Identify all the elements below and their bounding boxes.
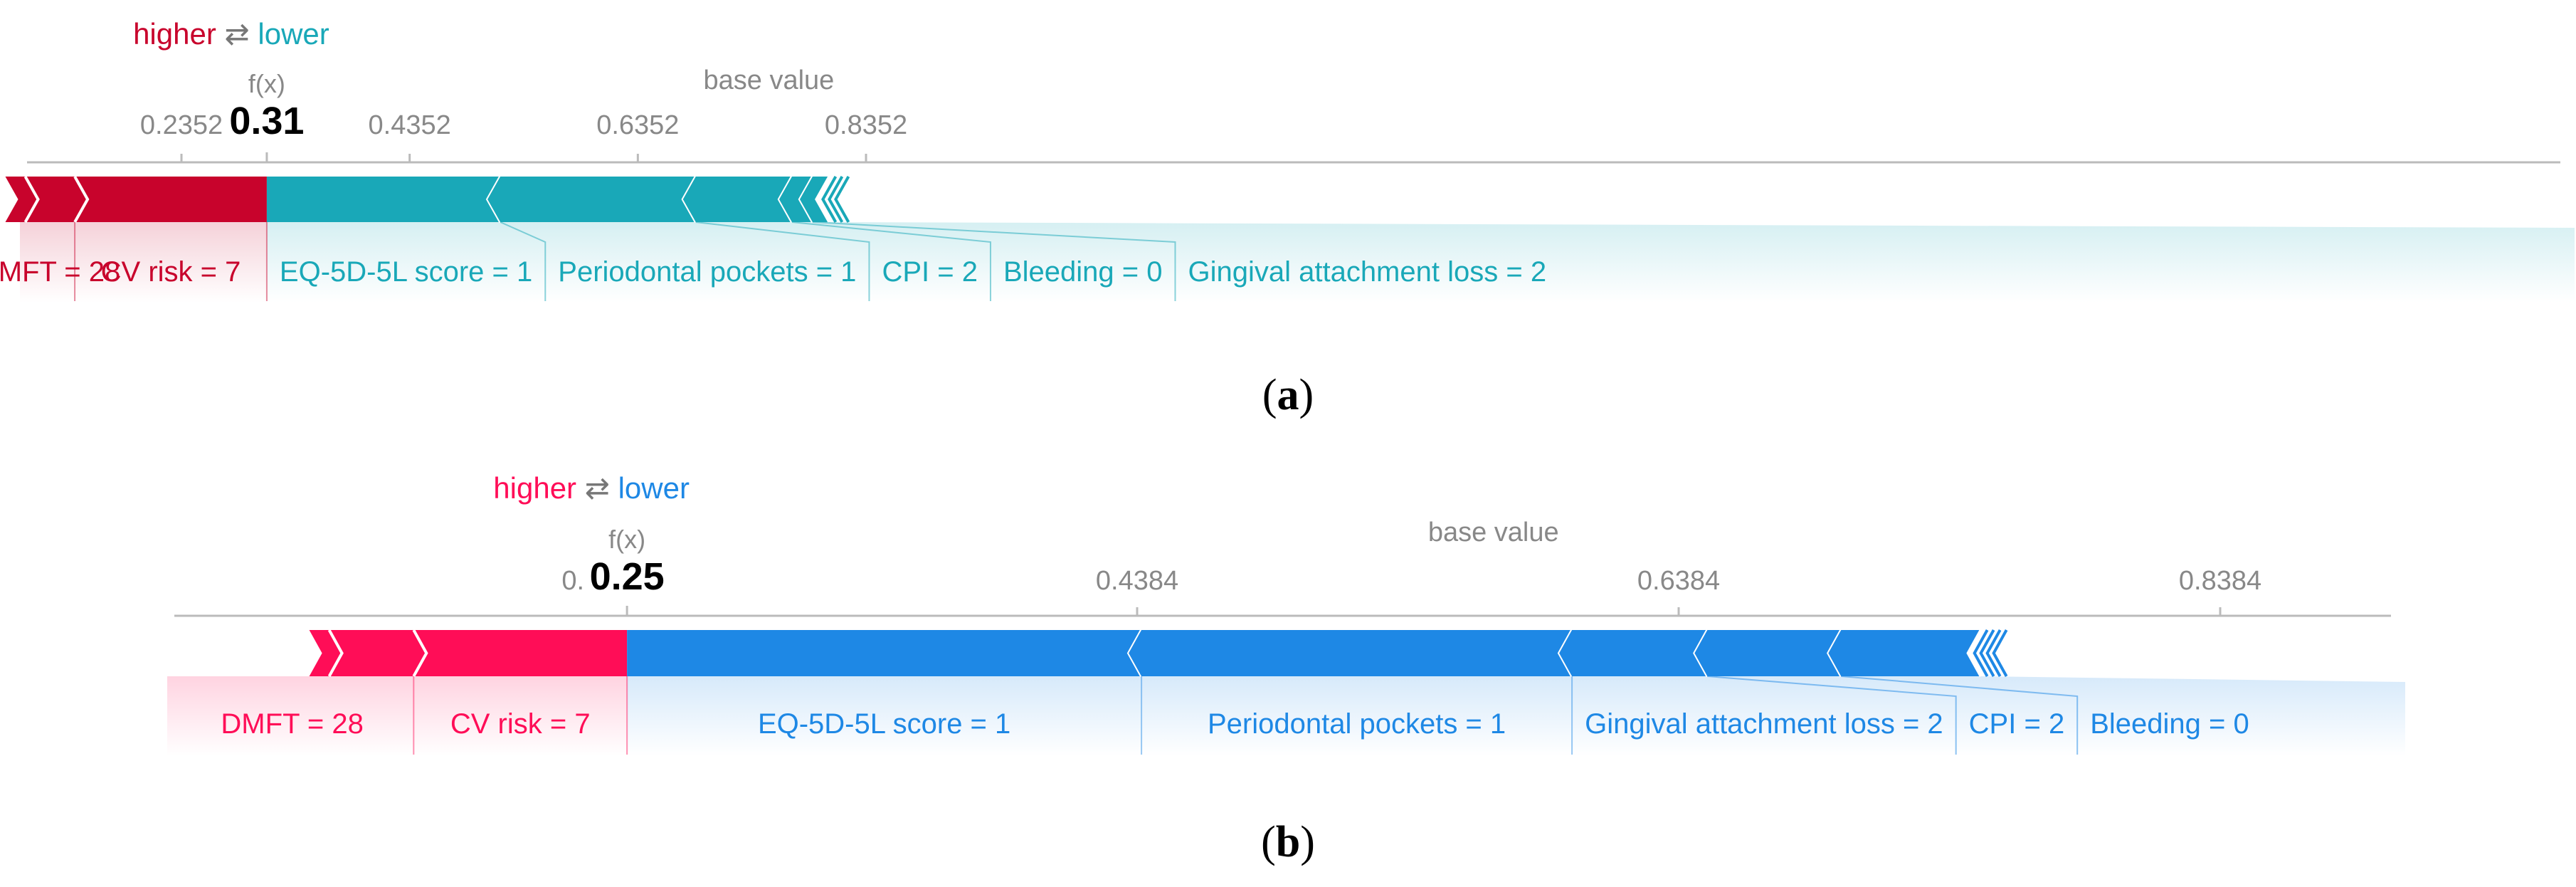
bar-separator: [73, 176, 90, 223]
lower-label-shade: [266, 222, 2575, 303]
higher-label-shade: [20, 222, 267, 303]
bar-separator: [412, 629, 428, 677]
label-cv-risk-7: CV risk = 7: [101, 256, 241, 288]
base-value-label: base value: [703, 65, 834, 95]
direction-higher: higher: [133, 17, 224, 51]
bar-lower-end-cap: [1979, 629, 1995, 677]
bar-gingival-attachment-loss-2: [1559, 630, 1708, 676]
bar-separator: [327, 629, 344, 677]
bar-eq-5d-5l-score-1: [627, 630, 1142, 676]
label-bleeding-0: Bleeding = 0: [1003, 256, 1163, 288]
lower-label-shade: [627, 676, 2406, 756]
fx-value: 0.31: [229, 100, 304, 142]
label-connector: [791, 221, 991, 301]
x-tick-label: 0.6352: [596, 110, 679, 140]
panel-a-caption: (a): [1262, 371, 1314, 419]
label-connector: [1841, 676, 2079, 755]
label-eq-5d-5l-score-1: EQ-5D-5L score = 1: [758, 708, 1010, 740]
fx-value: 0.25: [590, 555, 665, 598]
direction-lower: lower: [258, 17, 329, 51]
label-gingival-attachment-loss-2: Gingival attachment loss = 2: [1188, 256, 1546, 288]
x-tick-label: 0.8352: [825, 110, 907, 140]
higher-label-shade: [167, 676, 628, 756]
direction-lower: lower: [618, 471, 690, 505]
label-eq-5d-5l-score-1: EQ-5D-5L score = 1: [280, 256, 532, 288]
label-connector: [812, 221, 1176, 301]
x-tick-label: 0.4384: [1096, 566, 1178, 596]
x-tick-label: 0.2352: [140, 110, 223, 140]
bar-lower-end-cap: [1985, 629, 2002, 677]
bar-separator: [1966, 629, 1983, 677]
direction-arrow: ⇄: [585, 471, 618, 505]
x-tick-label: 0.4352: [369, 110, 451, 140]
label-bleeding-0: Bleeding = 0: [2090, 708, 2249, 740]
bar-cpi-2: [1694, 630, 1842, 676]
bar-eq-5d-5l-score-1: [266, 177, 501, 222]
fx-value-prefix: 0.: [561, 566, 584, 596]
bar-lower-end-cap: [821, 176, 838, 223]
label-connector: [1707, 676, 1957, 755]
label-periodontal-pockets-1: Periodontal pockets = 1: [558, 256, 856, 288]
panel-b-caption: (b): [1261, 818, 1315, 866]
bar-periodontal-pockets-1: [487, 177, 696, 222]
bar-separator: [23, 176, 40, 223]
label-cpi-2: CPI = 2: [1969, 708, 2065, 740]
bar-cv-risk-7: [413, 630, 628, 676]
bar-dmft-28: [329, 630, 427, 676]
fx-label: f(x): [608, 525, 645, 554]
bar-lower-end-cap: [1992, 629, 2008, 677]
direction-arrow: ⇄: [225, 17, 258, 51]
label-periodontal-pockets-1: Periodontal pockets = 1: [1208, 708, 1506, 740]
label-gingival-attachment-loss-2: Gingival attachment loss = 2: [1585, 708, 1943, 740]
bar-lower-end-cap: [1973, 629, 1989, 677]
bar-periodontal-pockets-1: [1129, 630, 1573, 676]
bar-separator: [815, 176, 831, 223]
fx-label: f(x): [248, 69, 285, 98]
bar-cv-risk-7: [75, 177, 267, 222]
label-connector: [695, 221, 870, 301]
label-cv-risk-7: CV risk = 7: [450, 708, 591, 740]
direction-higher: higher: [493, 471, 584, 505]
panel-a: 0.2352 0.4352 0.6352 0.8352 higher ⇄ lower f(…: [0, 17, 2575, 303]
label-connector: [500, 221, 547, 301]
x-tick-label: 0.8384: [2179, 566, 2261, 596]
bar-bleeding-0: [778, 177, 813, 222]
label-dmft-28: DMFT = 28: [0, 256, 120, 288]
base-value-label: base value: [1428, 518, 1559, 547]
label-cpi-2: CPI = 2: [882, 256, 978, 288]
direction-legend: higher ⇄ lower: [493, 471, 690, 505]
bar-lower-end-cap: [834, 176, 850, 223]
bar-cpi-2: [682, 177, 792, 222]
bar-dmft-28: [25, 177, 88, 222]
bar-lower-end-cap: [828, 176, 844, 223]
panel-b: 0.4384 0.6384 0.8384 higher ⇄ lower f(x) 0.0.…: [167, 471, 2406, 756]
bar-bleeding-0: [1828, 630, 1981, 676]
x-tick-label: 0.6384: [1637, 566, 1720, 596]
direction-legend: higher ⇄ lower: [133, 17, 329, 51]
label-dmft-28: DMFT = 28: [221, 708, 363, 740]
